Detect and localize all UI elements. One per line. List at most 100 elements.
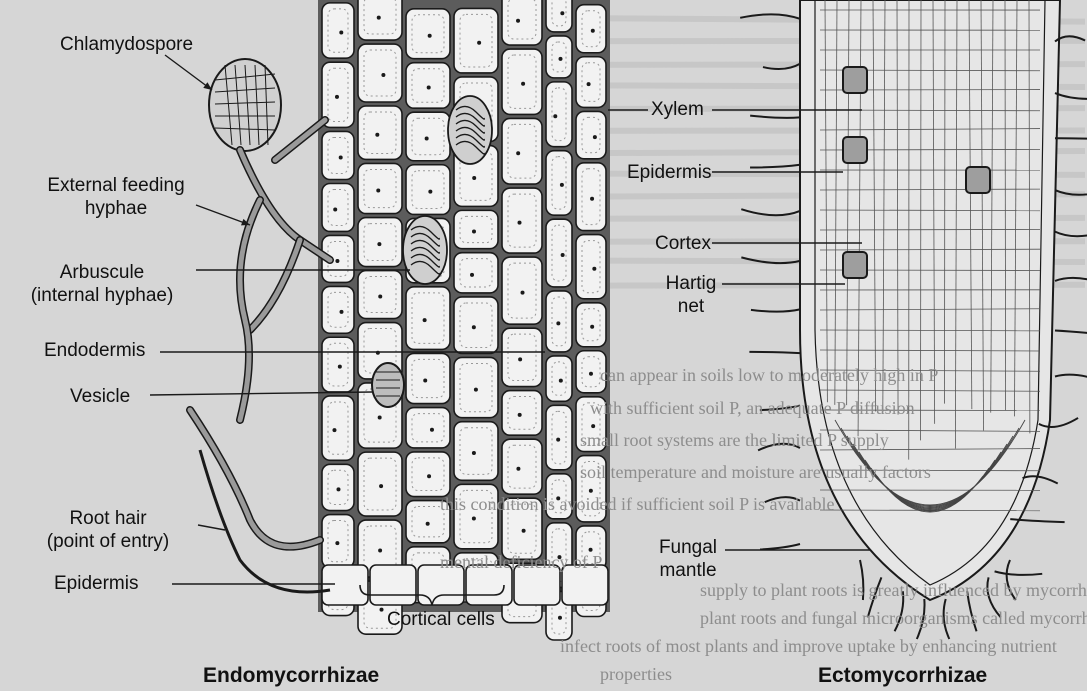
vesicle [372, 363, 404, 407]
cell-nucleus [379, 484, 383, 488]
cell-nucleus [426, 522, 430, 526]
cell-nucleus [335, 259, 339, 263]
cortical-cell [546, 82, 572, 147]
cortical-cell [576, 5, 606, 53]
label-line: Root hair [18, 507, 198, 530]
cell-nucleus [472, 517, 476, 521]
cortical-cell [322, 396, 354, 460]
endomycorrhizae-illustration [190, 0, 610, 640]
cell-nucleus [376, 189, 380, 193]
cortical-cell [406, 165, 450, 215]
cortical-cell [546, 356, 572, 401]
cell-nucleus [428, 34, 432, 38]
cell-nucleus [470, 273, 474, 277]
cell-nucleus [339, 31, 343, 35]
title-endomycorrhizae: Endomycorrhizae [203, 664, 379, 688]
leader-line [196, 205, 250, 225]
extramatrical-hypha [1055, 375, 1087, 382]
cell-nucleus [590, 197, 594, 201]
cortical-cell [358, 163, 402, 213]
background-text-line: soil temperature and moisture are usuall… [580, 462, 931, 483]
cell-nucleus [423, 378, 427, 382]
cell-nucleus [377, 16, 381, 20]
cortical-cell [406, 452, 450, 497]
ectomycorrhizae-illustration [740, 0, 1087, 639]
label-epidermis-left: Epidermis [54, 572, 138, 595]
arbuscule [403, 216, 447, 284]
cortical-cell [322, 184, 354, 232]
label-arbuscule: Arbuscule (internal hyphae) [10, 261, 194, 307]
cell-nucleus [518, 221, 522, 225]
cell-nucleus [591, 424, 595, 428]
cortical-cell [322, 337, 354, 392]
cell-nucleus [430, 428, 434, 432]
cortical-cell [576, 57, 606, 108]
cortical-cell [406, 9, 450, 59]
cell-nucleus [378, 295, 382, 299]
cell-nucleus [427, 85, 431, 89]
background-text-line: with sufficient soil P, an adequate P di… [590, 398, 915, 419]
cortical-cell [358, 218, 402, 267]
cell-nucleus [593, 135, 597, 139]
cell-nucleus [516, 151, 520, 155]
cell-nucleus [423, 318, 427, 322]
background-text-line: this condition is avoided if sufficient … [440, 494, 834, 515]
cell-nucleus [589, 372, 593, 376]
cell-nucleus [377, 242, 381, 246]
cell-nucleus [556, 438, 560, 442]
cell-nucleus [332, 428, 336, 432]
hartig-net-cell [843, 252, 867, 278]
label-line: net [654, 295, 728, 318]
cell-nucleus [477, 41, 481, 45]
label-epidermis-right: Epidermis [627, 161, 711, 184]
epidermis-cell [322, 565, 368, 605]
cell-nucleus [336, 487, 340, 491]
cell-nucleus [561, 253, 565, 257]
label-external-feeding-hyphae: External feeding hyphae [28, 174, 204, 220]
label-line: mantle [648, 559, 728, 582]
cell-nucleus [560, 183, 564, 187]
cell-nucleus [591, 29, 595, 33]
hartig-net-cell [843, 67, 867, 93]
cell-nucleus [518, 413, 522, 417]
cell-nucleus [472, 451, 476, 455]
cortical-cell [358, 106, 402, 159]
label-line: Fungal [648, 536, 728, 559]
cell-nucleus [378, 549, 382, 553]
cortical-cell [502, 0, 542, 45]
label-line: hyphae [28, 197, 204, 220]
leader-line [165, 55, 212, 90]
extramatrical-hypha [1055, 93, 1087, 99]
cortical-cell [546, 291, 572, 352]
cell-nucleus [333, 207, 337, 211]
cortical-cell [546, 405, 572, 469]
cortical-cell [322, 515, 354, 568]
extramatrical-hypha [1055, 232, 1087, 237]
cortical-cell [358, 0, 402, 40]
cell-nucleus [516, 19, 520, 23]
label-root-hair: Root hair (point of entry) [18, 507, 198, 553]
external-hypha [250, 240, 300, 330]
cell-nucleus [474, 388, 478, 392]
background-text-line: small root systems are the limited P sup… [580, 430, 889, 451]
label-line: Arbuscule [10, 261, 194, 284]
cell-nucleus [427, 474, 431, 478]
cell-nucleus [425, 136, 429, 140]
cortical-cell [322, 3, 354, 58]
cell-nucleus [338, 365, 342, 369]
cortical-cell [546, 151, 572, 215]
background-text-line: can appear in soils low to moderately hi… [600, 365, 938, 386]
cell-nucleus [521, 291, 525, 295]
cell-nucleus [553, 114, 557, 118]
cortex-cell-column [944, 0, 945, 404]
cell-nucleus [516, 467, 520, 471]
cell-nucleus [590, 325, 594, 329]
cortical-cell [546, 0, 572, 32]
cell-nucleus [339, 155, 343, 159]
cell-nucleus [378, 416, 382, 420]
extramatrical-hypha [750, 165, 800, 168]
cortical-cell [322, 464, 354, 510]
label-chlamydospore: Chlamydospore [60, 33, 193, 56]
cortical-cell [546, 219, 572, 287]
hartig-net-cell [843, 137, 867, 163]
